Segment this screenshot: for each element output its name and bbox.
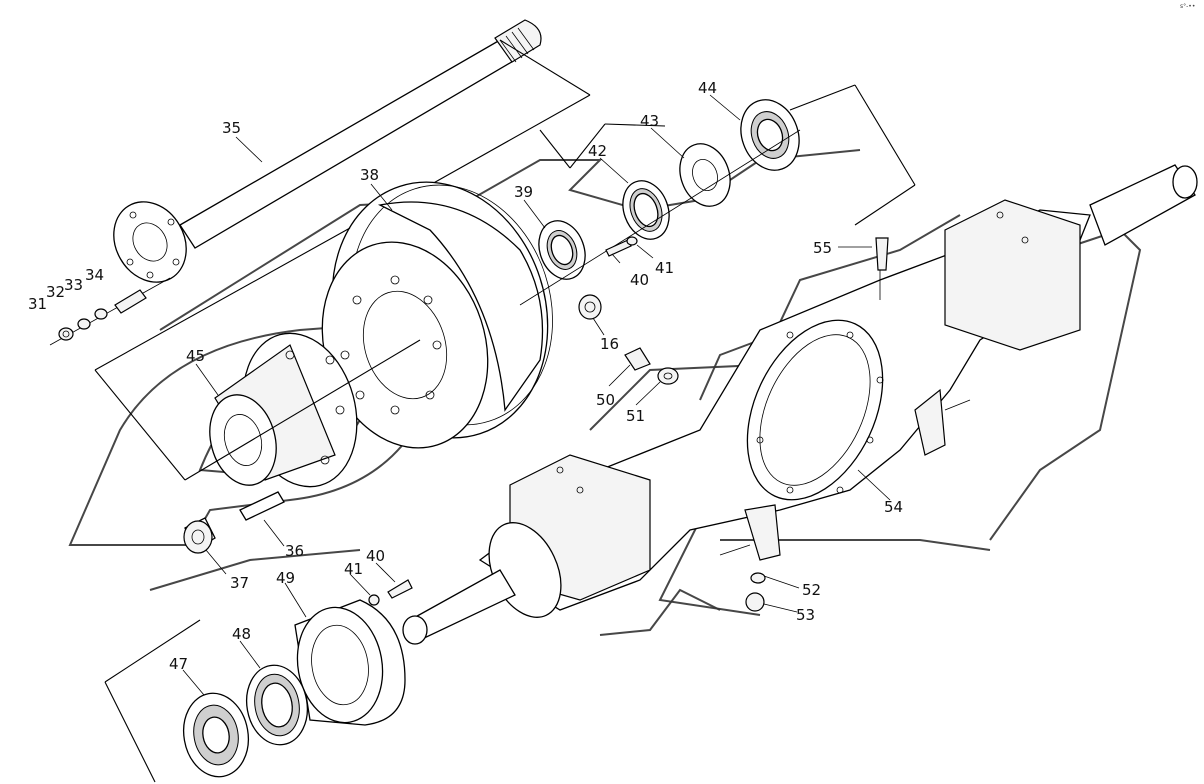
callout-41-upper: 41 [655,259,674,277]
callout-37: 36 [285,542,304,560]
callout-44: 44 [698,79,717,97]
callout-51: 51 [626,407,645,425]
callout-53: 53 [796,606,815,624]
callout-43: 43 [640,112,659,130]
callout-55: 55 [813,239,832,257]
callout-40-upper: 40 [630,271,649,289]
callout-52: 52 [802,581,821,599]
part-callouts: 35 38 39 42 43 44 55 34 33 32 31 40 41 1… [28,79,903,673]
callout-47: 47 [169,655,188,673]
callout-50: 50 [596,391,615,409]
stud-and-nuts [49,277,171,346]
callout-48: 48 [232,625,251,643]
bolt-and-washer-lower [368,579,413,606]
corner-mark: s°-•• [1180,3,1195,10]
bearing-flange [539,123,731,207]
callout-31: 31 [28,295,47,313]
callout-35: 35 [222,119,241,137]
callout-49: 49 [276,569,295,587]
callout-41-lower: 41 [344,560,363,578]
bearing-47 [183,692,249,778]
seal-48 [246,664,308,746]
callout-33: 33 [64,276,83,294]
callout-38: 38 [360,166,379,184]
drain-plug-and-washer [624,347,679,385]
callout-32: 32 [46,283,65,301]
tone-ring [622,180,670,240]
callout-34: 34 [85,266,104,284]
callout-36: 37 [230,574,249,592]
nut-and-washer-lower [745,572,766,612]
bearing-cover [104,599,406,783]
brake-drum [321,181,553,449]
bolt-and-washer-upper [605,236,638,257]
callout-40-lower: 40 [366,547,385,565]
oil-seal [538,220,586,280]
nut-16 [578,294,602,320]
breather-55 [875,237,889,300]
wheel-bolt-and-nut [183,491,285,554]
callout-39: 39 [514,183,533,201]
callout-42: 42 [588,142,607,160]
callout-45: 45 [186,347,205,365]
half-shaft [113,19,591,283]
callout-54: 54 [884,498,903,516]
wheel-hub [94,227,421,488]
leader-lines [182,94,891,696]
callout-16: 16 [600,335,619,353]
bearing-44 [519,84,916,306]
axle-housing [402,164,1198,645]
